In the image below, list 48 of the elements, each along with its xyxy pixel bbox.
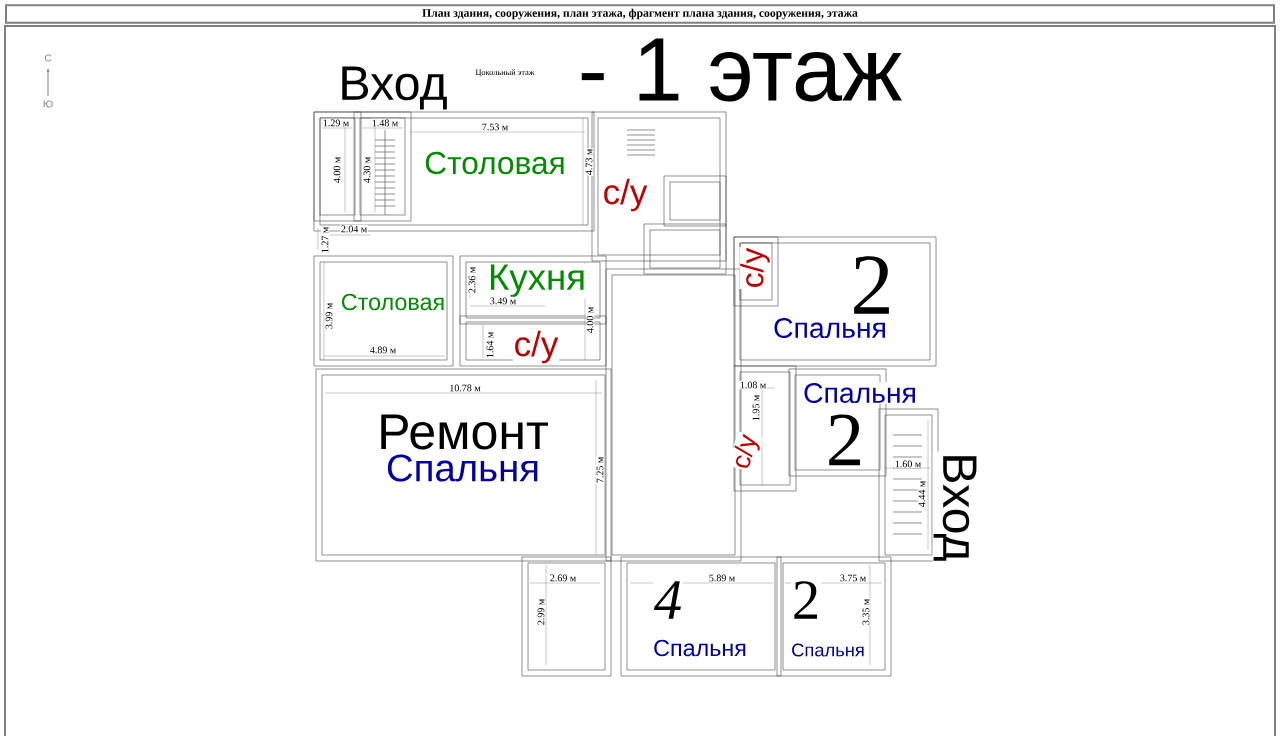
room-label: с/у bbox=[601, 177, 649, 213]
floor-title: - 1 этаж bbox=[576, 37, 904, 103]
room-label: Ремонт bbox=[376, 413, 550, 451]
dimension-text: 10.78 м bbox=[448, 383, 482, 393]
dimension-text: 2.04 м bbox=[340, 224, 368, 234]
compass-letter: С bbox=[43, 53, 53, 63]
dimension-text: 4.73 м bbox=[584, 148, 594, 176]
dimension-text: 1.60 м bbox=[894, 459, 922, 469]
room-number: 2 bbox=[825, 413, 865, 467]
entrance-label: Вход bbox=[337, 65, 449, 111]
dimension-text: 4.44 м bbox=[917, 480, 927, 508]
dimension-text: 7.53 м bbox=[481, 122, 509, 132]
dimension-text: 1.95 м bbox=[751, 394, 761, 422]
dimension-text: 2.36 м bbox=[467, 266, 477, 294]
dimension-text: 1.29 м bbox=[322, 118, 350, 128]
dimension-text: 5.89 м bbox=[708, 573, 736, 583]
floor-name: Цокольный этаж bbox=[474, 68, 536, 78]
room-label: с/у bbox=[728, 431, 764, 473]
room-label: Спальня bbox=[385, 453, 541, 483]
entrance-label: Вход bbox=[932, 451, 978, 563]
room-label: с/у bbox=[739, 246, 771, 290]
dimension-text: 1.48 м bbox=[371, 118, 399, 128]
room-label: Столовая bbox=[340, 292, 446, 312]
dimension-text: 1.27 м bbox=[320, 226, 330, 254]
dimension-text: 3.99 м bbox=[324, 302, 334, 330]
room-number: 2 bbox=[791, 580, 821, 620]
room-label: Спальня bbox=[802, 382, 918, 404]
dimension-text: 3.75 м bbox=[839, 573, 867, 583]
room-label: с/у bbox=[512, 329, 560, 365]
dimension-text: 2.99 м bbox=[536, 598, 546, 626]
dimension-text: 4.30 м bbox=[362, 156, 372, 184]
room-number: 2 bbox=[849, 255, 895, 315]
header-bar: План здания, сооружения, план этажа, фрагмент плана здания, сооружения, этажа bbox=[5, 4, 1275, 24]
dimension-text: 1.08 м bbox=[739, 380, 767, 390]
room-label: Спальня bbox=[772, 317, 888, 339]
room-label: Спальня bbox=[790, 642, 866, 658]
dimension-text: 4.89 м bbox=[369, 345, 397, 355]
dimension-text: 2.69 м bbox=[549, 573, 577, 583]
dimension-text: 7.25 м bbox=[595, 456, 605, 484]
dimension-text: 4.00 м bbox=[585, 306, 595, 334]
room-label: Спальня bbox=[652, 638, 748, 658]
compass-letter: Ю bbox=[42, 99, 54, 109]
room-number: 4 bbox=[653, 580, 683, 620]
dimension-text: 4.00 м bbox=[332, 156, 342, 184]
dimension-text: 1.64 м bbox=[485, 331, 495, 359]
room-label: Столовая bbox=[423, 150, 567, 176]
dimension-text: 3.35 м bbox=[861, 598, 871, 626]
dimension-text: 3.49 м bbox=[489, 296, 517, 306]
